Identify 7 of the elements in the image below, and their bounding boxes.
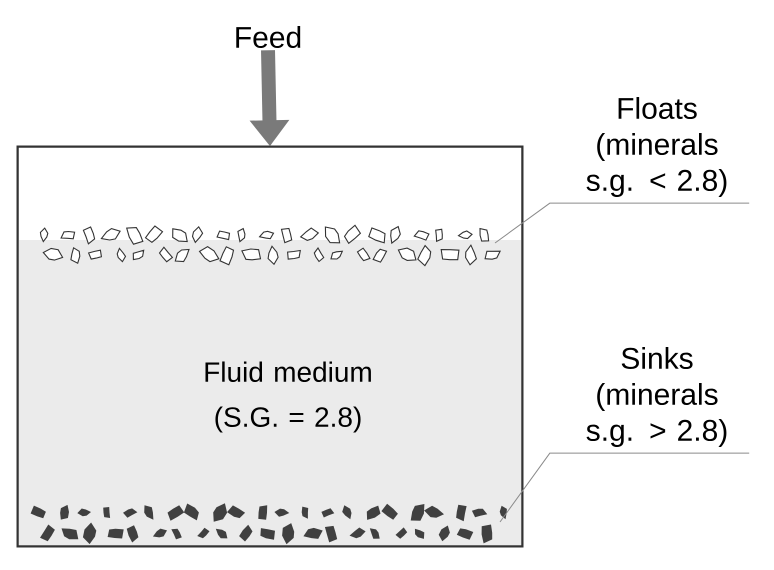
leader-line xyxy=(494,202,750,244)
leader-line xyxy=(500,452,750,522)
float-particles-drawing xyxy=(40,224,501,266)
feed-label: Feed xyxy=(236,26,300,48)
sink-particles-drawing xyxy=(30,503,507,544)
callout-label: Floats (minerals s.g. < 2.8) xyxy=(586,97,726,197)
callout-label: Sinks (minerals s.g. > 2.8) xyxy=(586,347,726,447)
